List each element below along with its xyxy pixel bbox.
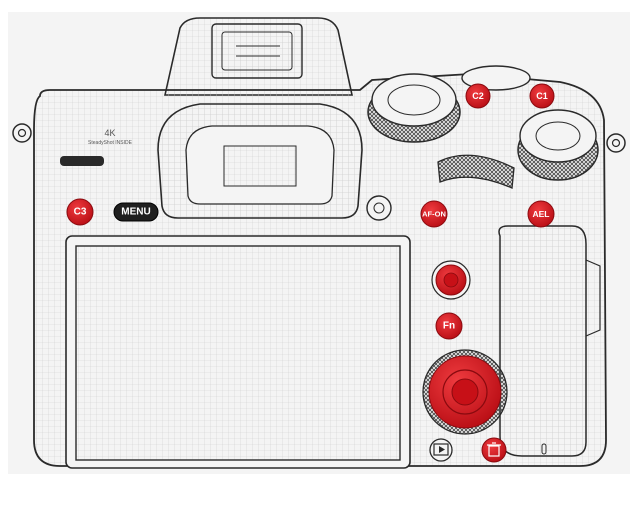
exposure-comp-dial[interactable] bbox=[367, 73, 461, 143]
c2-button[interactable]: C2 bbox=[465, 83, 491, 109]
strap-lug-left bbox=[12, 123, 32, 143]
delete-button[interactable] bbox=[481, 437, 507, 463]
menu-label: MENU bbox=[121, 207, 150, 218]
menu-button[interactable]: MENU bbox=[113, 202, 159, 222]
multi-selector[interactable] bbox=[431, 260, 471, 300]
play-button[interactable] bbox=[429, 438, 453, 462]
access-lamp bbox=[541, 443, 547, 455]
ael-button[interactable]: AEL bbox=[527, 200, 555, 228]
front-dial[interactable] bbox=[437, 154, 515, 189]
c3-button[interactable]: C3 bbox=[66, 198, 94, 226]
c2-label: C2 bbox=[472, 91, 484, 101]
c3-label: C3 bbox=[74, 207, 87, 218]
fn-button[interactable]: Fn bbox=[435, 312, 463, 340]
strap-lug-right bbox=[606, 133, 626, 153]
multi-selector-icon bbox=[443, 272, 459, 288]
mode-plate bbox=[60, 156, 104, 166]
af-on-label: AF-ON bbox=[422, 210, 446, 219]
grip bbox=[498, 225, 587, 457]
control-wheel-icon bbox=[451, 378, 479, 406]
play-icon bbox=[439, 446, 445, 453]
mode-dial[interactable] bbox=[517, 109, 599, 181]
af-on-button[interactable]: AF-ON bbox=[420, 200, 448, 228]
lcd-screen bbox=[75, 245, 401, 461]
hot-shoe bbox=[211, 23, 303, 79]
trash-icon bbox=[487, 442, 501, 457]
steadyshot-label: SteadyShot INSIDE bbox=[88, 140, 133, 146]
diopter-knob[interactable] bbox=[366, 195, 392, 221]
c1-button[interactable]: C1 bbox=[529, 83, 555, 109]
ael-label: AEL bbox=[533, 209, 550, 219]
brand-mark: 4K bbox=[104, 128, 115, 138]
control-wheel[interactable] bbox=[422, 349, 508, 435]
fn-label: Fn bbox=[443, 321, 455, 332]
c1-label: C1 bbox=[536, 91, 548, 101]
